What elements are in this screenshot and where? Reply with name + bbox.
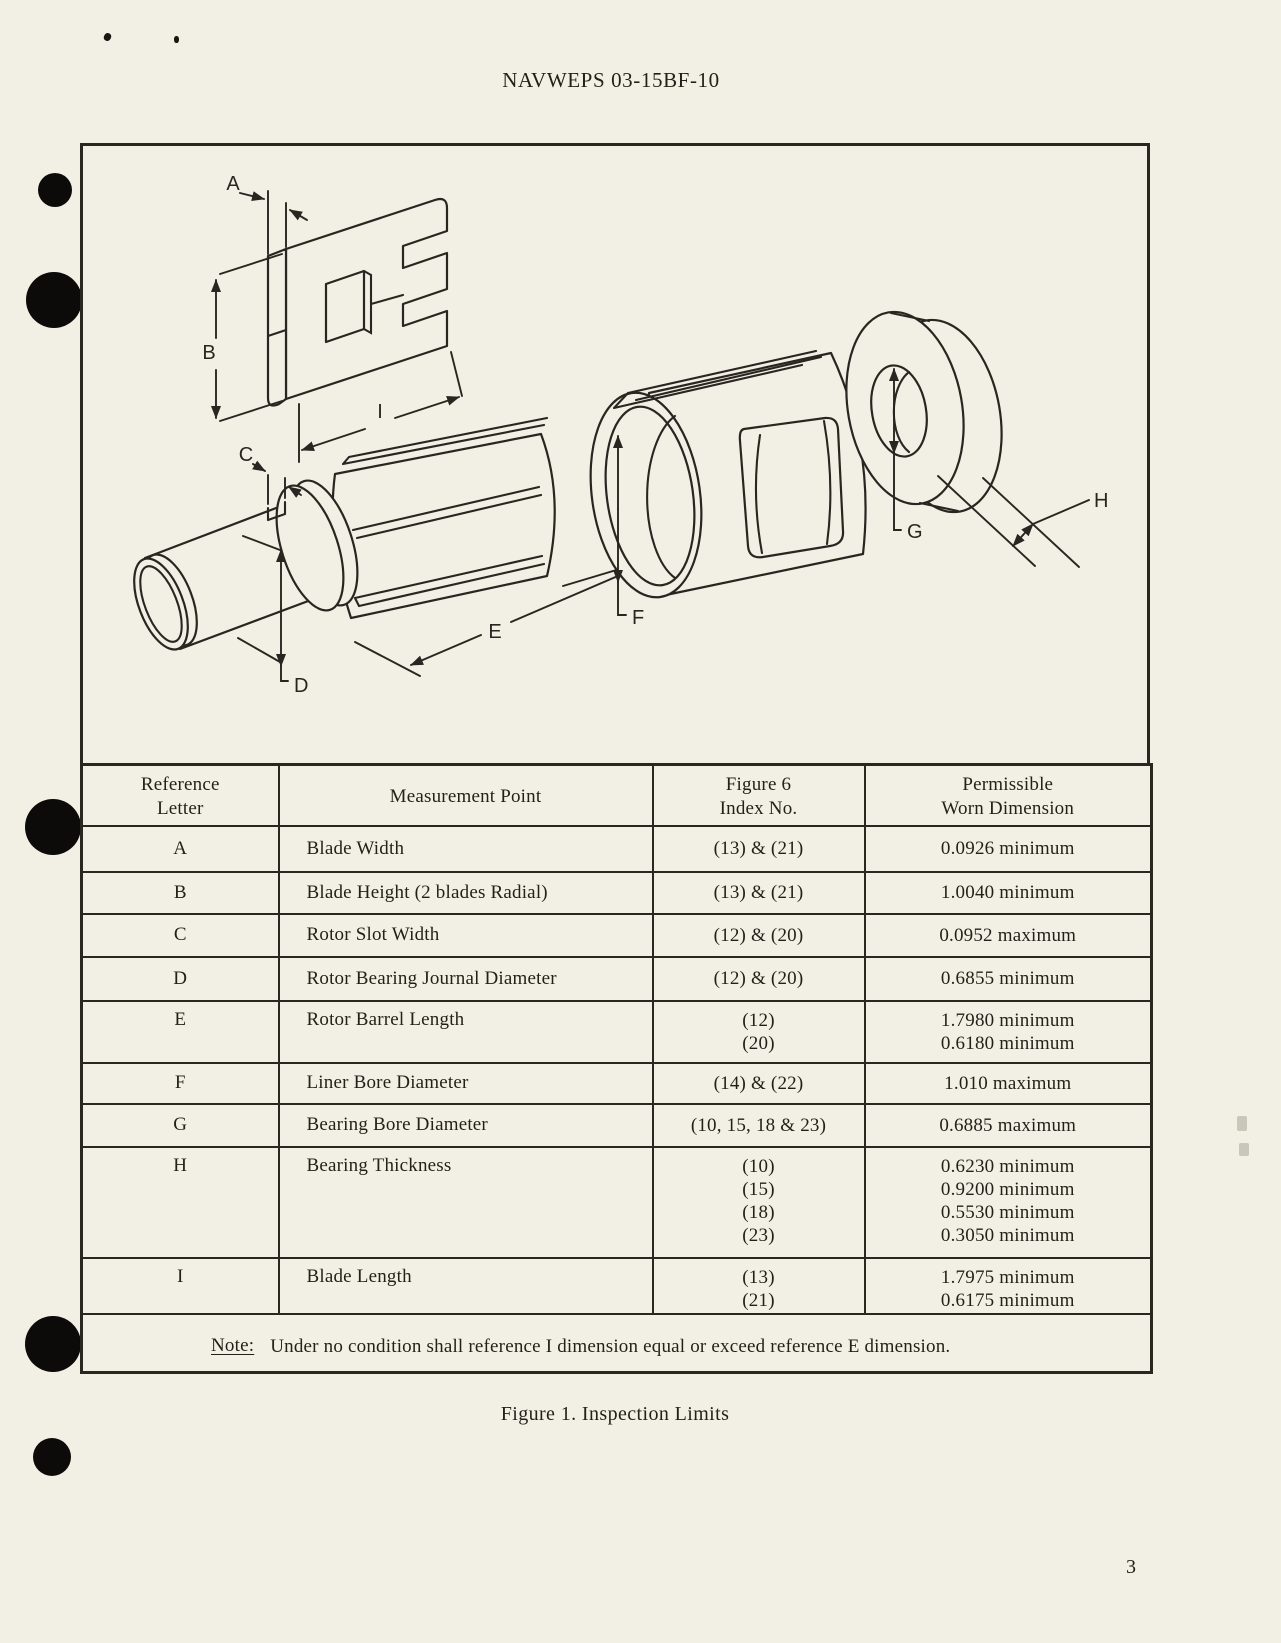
dimension-label-f: F	[632, 607, 644, 629]
dimension-label-c: C	[239, 444, 253, 466]
ref-letter: F	[80, 1061, 280, 1105]
ref-letter: H	[80, 1145, 280, 1259]
measurement-point: Rotor Slot Width	[277, 912, 654, 958]
punch-mark	[38, 173, 72, 207]
ref-letter: I	[80, 1256, 280, 1315]
worn-dimension: 0.6855 minimum	[863, 955, 1153, 1002]
measurement-point: Blade Width	[277, 824, 654, 873]
measurement-point: Liner Bore Diameter	[277, 1061, 654, 1105]
worn-dimension: 0.0952 maximum	[863, 912, 1153, 958]
ink-speck	[174, 36, 179, 43]
dimension-label-h: H	[1094, 490, 1108, 512]
column-header-figure6-index: Figure 6 Index No.	[651, 763, 866, 827]
dimension-label-e: E	[488, 621, 501, 643]
worn-dimension: 1.0040 minimum	[863, 870, 1153, 915]
index-no: (13)(21)	[651, 1256, 866, 1315]
measurement-point: Rotor Bearing Journal Diameter	[277, 955, 654, 1002]
table-note-row: Note: Under no condition shall reference…	[80, 1312, 1153, 1374]
punch-mark	[33, 1438, 71, 1476]
worn-dimension: 0.6885 maximum	[863, 1102, 1153, 1148]
measurement-point: Blade Height (2 blades Radial)	[277, 870, 654, 915]
index-no: (13) & (21)	[651, 870, 866, 915]
measurement-point: Bearing Thickness	[277, 1145, 654, 1259]
index-no: (10, 15, 18 & 23)	[651, 1102, 866, 1148]
punch-mark	[25, 1316, 81, 1372]
index-no: (12)(20)	[651, 999, 866, 1064]
worn-dimension: 0.0926 minimum	[863, 824, 1153, 873]
inspection-limits-table: Reference Letter Measurement Point Figur…	[80, 763, 1153, 1374]
blade-drawing: A B I	[202, 173, 463, 463]
table-row-c: C Rotor Slot Width (12) & (20) 0.0952 ma…	[80, 912, 1153, 958]
worn-dimension: 1.010 maximum	[863, 1061, 1153, 1105]
figure-caption: Figure 1. Inspection Limits	[500, 1403, 730, 1425]
ref-letter: A	[80, 824, 280, 873]
index-no: (13) & (21)	[651, 824, 866, 873]
index-no: (10)(15) (18)(23)	[651, 1145, 866, 1259]
note-cell: Note: Under no condition shall reference…	[80, 1312, 1153, 1374]
dimension-label-d: D	[294, 675, 308, 697]
note-text: Under no condition shall reference I dim…	[270, 1336, 951, 1358]
table-row-e: E Rotor Barrel Length (12)(20) 1.7980 mi…	[80, 999, 1153, 1064]
dimension-label-a: A	[226, 173, 240, 195]
table-row-b: B Blade Height (2 blades Radial) (13) & …	[80, 870, 1153, 915]
dimension-label-i: I	[377, 401, 383, 423]
column-header-worn-dimension: Permissible Worn Dimension	[863, 763, 1153, 827]
dimension-label-g: G	[907, 521, 923, 543]
measurement-point: Rotor Barrel Length	[277, 999, 654, 1064]
index-no: (12) & (20)	[651, 955, 866, 1002]
column-header-measurement-point: Measurement Point	[277, 763, 654, 827]
ref-letter: G	[80, 1102, 280, 1148]
punch-mark	[26, 272, 82, 328]
table-row-d: D Rotor Bearing Journal Diameter (12) & …	[80, 955, 1153, 1002]
ink-speck	[102, 31, 113, 43]
table-row-f: F Liner Bore Diameter (14) & (22) 1.010 …	[80, 1061, 1153, 1105]
stray-mark	[1239, 1143, 1249, 1156]
index-no: (12) & (20)	[651, 912, 866, 958]
ref-letter: E	[80, 999, 280, 1064]
measurement-point: Blade Length	[277, 1256, 654, 1315]
index-no: (14) & (22)	[651, 1061, 866, 1105]
inspection-diagram: A B I	[133, 173, 1108, 697]
page-number: 3	[1126, 1556, 1136, 1578]
dimension-label-b: B	[202, 342, 215, 364]
document-title: NAVWEPS 03-15BF-10	[502, 68, 720, 92]
ref-letter: B	[80, 870, 280, 915]
table-row-a: A Blade Width (13) & (21) 0.0926 minimum	[80, 824, 1153, 873]
measurement-point: Bearing Bore Diameter	[277, 1102, 654, 1148]
ref-letter: D	[80, 955, 280, 1002]
stray-mark	[1237, 1116, 1247, 1131]
column-header-reference-letter: Reference Letter	[80, 763, 280, 827]
table-row-g: G Bearing Bore Diameter (10, 15, 18 & 23…	[80, 1102, 1153, 1148]
bearing-drawing: G H	[845, 310, 1108, 568]
note-label: Note:	[211, 1335, 255, 1357]
table-header-row: Reference Letter Measurement Point Figur…	[80, 763, 1153, 827]
ref-letter: C	[80, 912, 280, 958]
figure-box: A B I	[80, 143, 1150, 763]
rotor-drawing: C D E	[133, 416, 661, 697]
table-row-h: H Bearing Thickness (10)(15) (18)(23) 0.…	[80, 1145, 1153, 1259]
liner-drawing: F	[589, 349, 867, 629]
punch-mark	[25, 799, 81, 855]
